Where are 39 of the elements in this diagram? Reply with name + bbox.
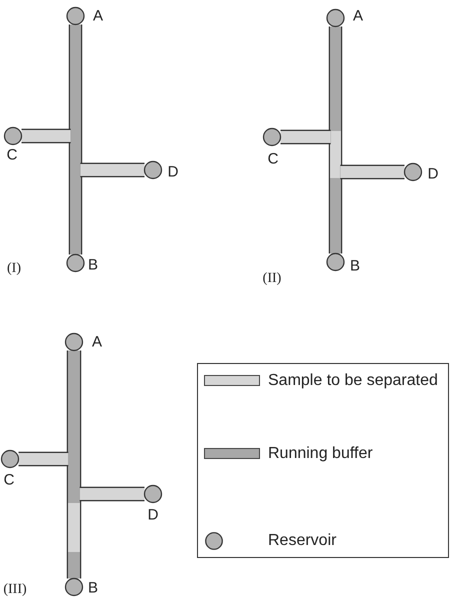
panel-label: (III) (3, 583, 27, 597)
panel-label: (I) (7, 262, 21, 276)
reservoir-label: D (168, 164, 178, 180)
reservoir-label: D (148, 508, 158, 522)
panel-label: (II) (262, 272, 282, 286)
side-channel (22, 128, 71, 144)
side-channel (340, 164, 404, 180)
side-channel (280, 130, 331, 144)
reservoir-circle (66, 254, 85, 272)
main-channel (68, 24, 82, 254)
reservoir-circle (144, 160, 162, 180)
reservoir-circle (326, 252, 345, 272)
reservoir-label: C (268, 152, 278, 166)
reservoir-circle (262, 128, 282, 146)
legend-label: Running buffer (268, 446, 373, 462)
reservoir-label: B (350, 258, 360, 274)
legend-label: Sample to be separated (268, 373, 438, 389)
reservoir-circle (64, 578, 84, 596)
reservoir-label: D (428, 166, 438, 182)
reservoir-circle (0, 450, 20, 468)
side-channel (80, 162, 144, 178)
legend-label: Reservoir (268, 533, 336, 549)
reservoir-label: B (88, 580, 98, 596)
reservoir-circle (64, 332, 84, 352)
reservoir-label: A (353, 8, 363, 24)
reservoir-label: B (88, 258, 98, 272)
reservoir-circle (404, 162, 422, 182)
side-channel (18, 452, 68, 466)
reservoir-circle (326, 8, 345, 28)
reservoir-circle (66, 6, 85, 26)
reservoir-label: A (93, 8, 103, 24)
reservoir-label: A (92, 334, 102, 350)
main-channel (66, 350, 82, 578)
reservoir-label: C (4, 472, 14, 488)
main-channel (328, 26, 342, 254)
reservoir-circle (144, 484, 162, 504)
reservoir-label: C (6, 148, 18, 162)
reservoir-circle (4, 126, 22, 146)
side-channel (80, 486, 144, 502)
